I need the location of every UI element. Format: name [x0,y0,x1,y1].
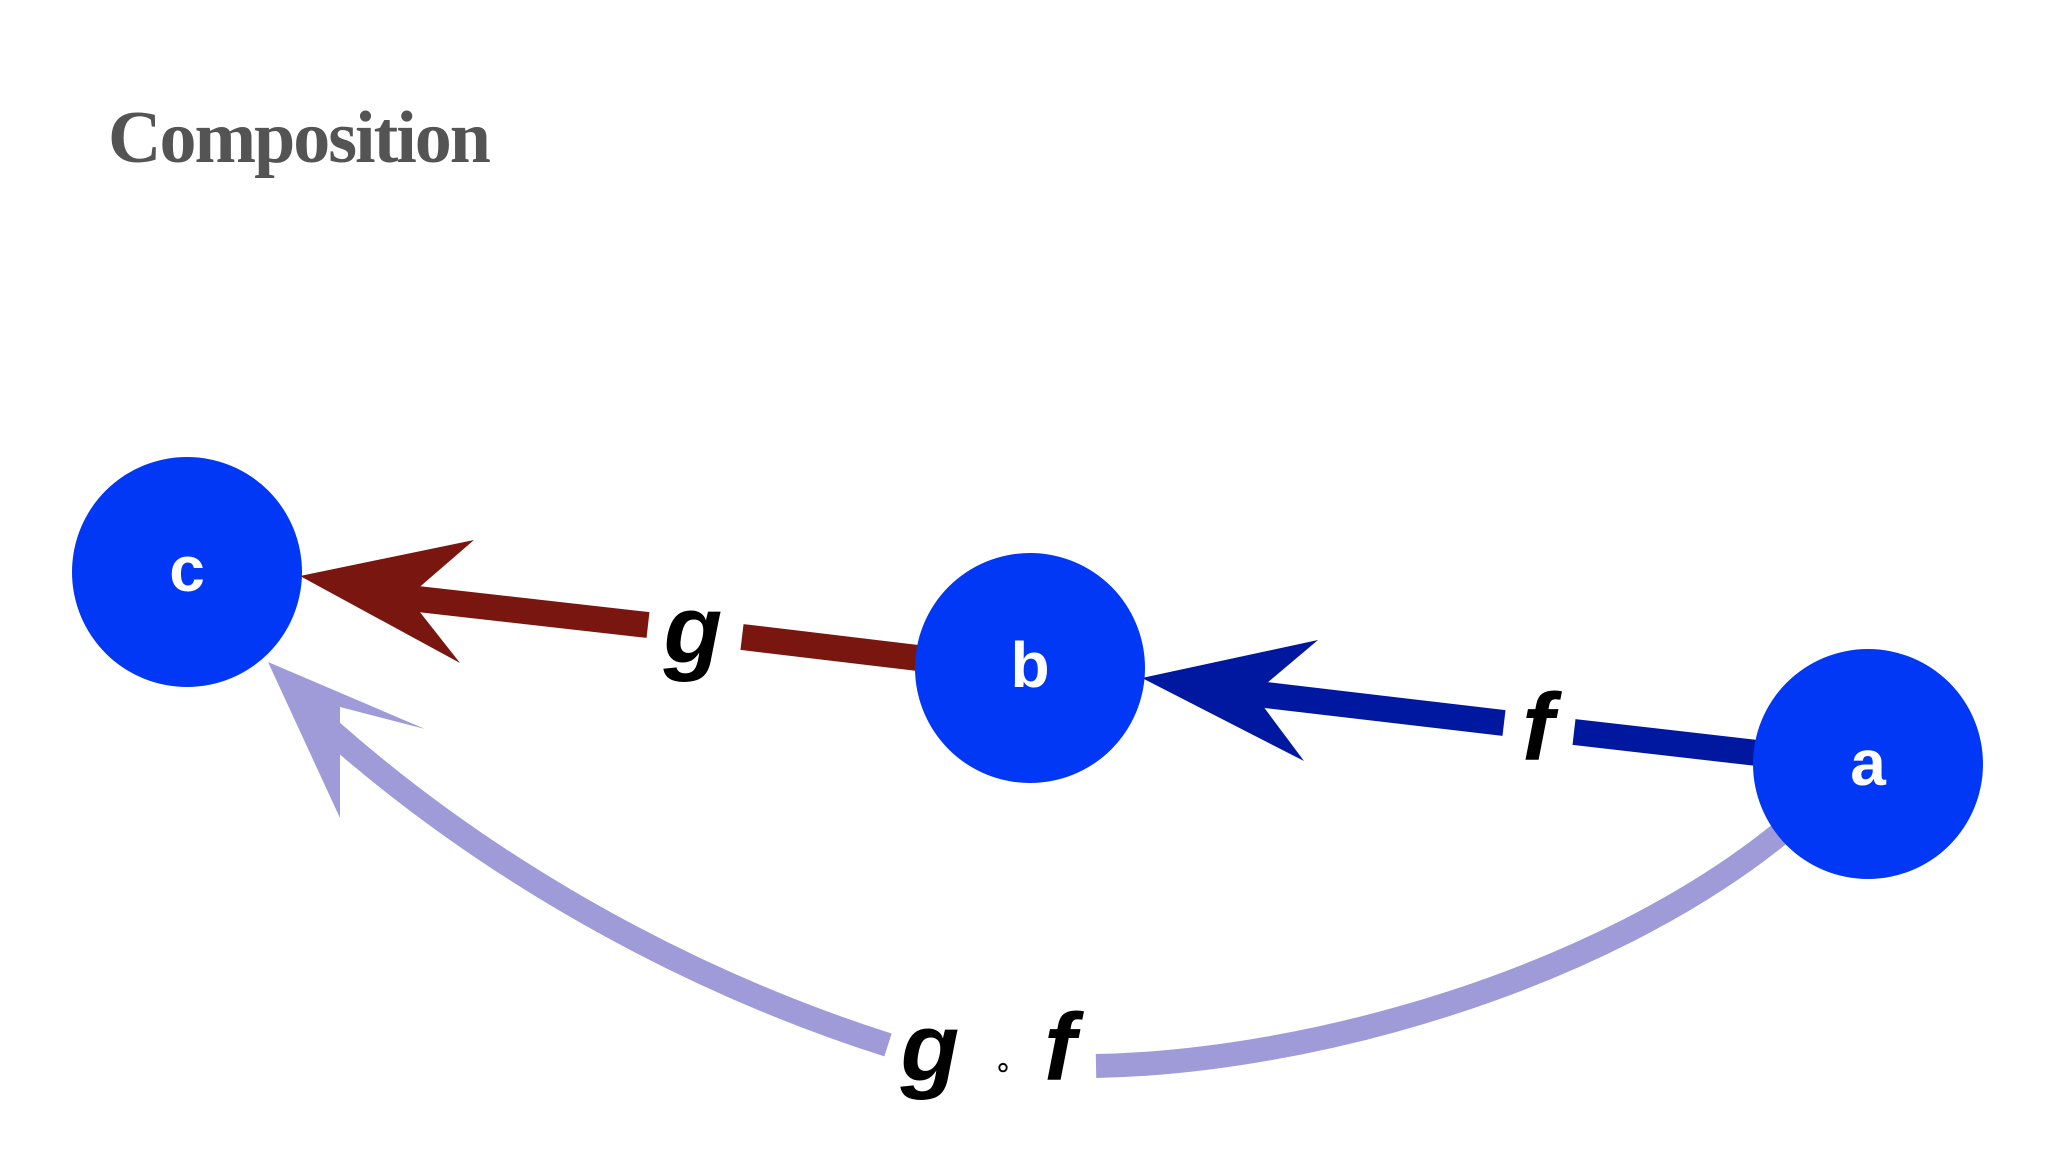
edge-gf-line [1095,822,1790,1078]
node-b-label: b [1010,629,1049,701]
edge-f-line-right [1572,719,1768,767]
edge-gf-label-f: f [1044,994,1084,1101]
node-c-label: c [169,533,205,605]
node-c: c [72,457,302,687]
edge-gf-line-head-side [322,721,892,1057]
node-b-circle [915,553,1145,783]
edge-g-compose-f [268,662,1790,1078]
edge-f-line-left [1238,679,1506,736]
edge-f [1142,640,1768,767]
edge-gf-label-g: g [900,994,960,1101]
edge-g-arrowhead [300,540,474,663]
edge-g-line-right [740,624,920,671]
edge-gf-arrowhead [268,662,425,818]
node-a-circle [1753,649,1983,879]
node-a-label: a [1850,727,1886,799]
node-a: a [1753,649,1983,879]
compose-operator: ∘ [994,1050,1013,1085]
node-b: b [915,553,1145,783]
node-c-circle [72,457,302,687]
slide-title: Composition [108,97,491,179]
edge-g-label: g [663,576,723,683]
edge-g [300,540,920,671]
edge-f-arrowhead [1142,640,1318,761]
edge-f-label: f [1522,674,1562,781]
edge-g-line-left [398,584,650,638]
